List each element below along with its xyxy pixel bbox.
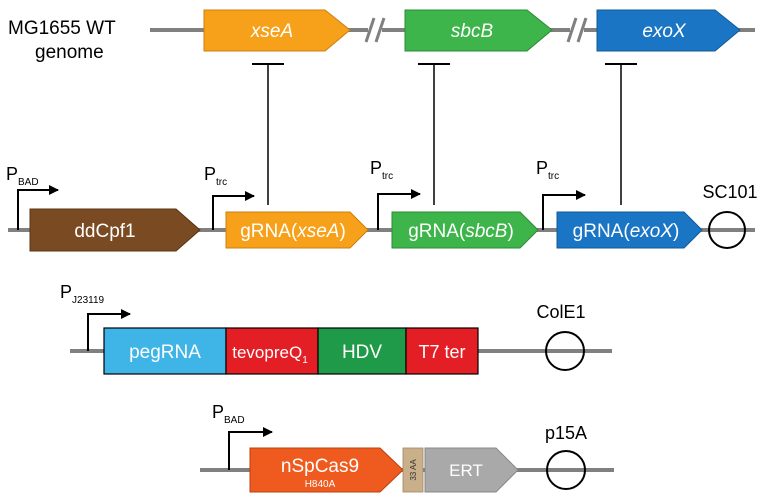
genome-label-line1: MG1655 WT <box>8 18 116 39</box>
promoter-pbad-1-sub: BAD <box>18 177 39 188</box>
grna-sbcB-target: sbcB <box>465 221 508 242</box>
origin-cole1: ColE1 <box>536 302 586 371</box>
nspcas9-sublabel: H840A <box>305 479 336 490</box>
origin-p15a: p15A <box>545 423 587 490</box>
promoter-pj23119-sub: J23119 <box>72 295 105 306</box>
svg-text:PBAD: PBAD <box>212 402 245 426</box>
linker-33aa: 33 AA <box>402 447 424 493</box>
svg-text:gRNA(sbcB): gRNA(sbcB) <box>408 221 514 242</box>
grna-sbcB-prefix: gRNA( <box>408 221 466 242</box>
origin-sc101: SC101 <box>702 182 758 249</box>
promoter-pj23119-name: P <box>60 282 72 302</box>
hdv-label: HDV <box>342 342 382 363</box>
promoter-pbad-1: PBAD <box>6 164 59 230</box>
linker-33aa-label: 33 AA <box>409 459 418 481</box>
genome-break-mark-1 <box>364 17 386 43</box>
repression-lines <box>252 63 637 205</box>
gene-xseA: xseA <box>203 9 351 52</box>
promoter-pj23119: PJ23119 <box>60 282 131 351</box>
svg-text:Ptrc: Ptrc <box>370 158 393 182</box>
grna-exoX-suffix: ) <box>673 221 679 242</box>
t7-terminator-block: T7 ter <box>405 327 479 375</box>
grna-sbcB: gRNA(sbcB) <box>391 211 539 249</box>
promoter-ptrc-2: Ptrc <box>370 158 421 230</box>
grna-exoX: gRNA(exoX) <box>556 211 703 249</box>
gene-exoX: exoX <box>596 9 741 52</box>
genome-row: MG1655 WT genome xseA sbcB exoX <box>8 9 755 63</box>
ert-label: ERT <box>449 461 483 480</box>
promoter-pbad-2-sub: BAD <box>224 415 245 426</box>
svg-text:Ptrc: Ptrc <box>204 164 227 188</box>
gene-sbcB-label: sbcB <box>451 21 494 42</box>
ddCpf1-gene: ddCpf1 <box>29 208 201 252</box>
tevopreq-name: tevopreQ <box>232 343 302 362</box>
svg-text:PJ23119: PJ23119 <box>60 282 105 306</box>
genome-label-line2: genome <box>35 42 104 63</box>
svg-text:gRNA(exoX): gRNA(exoX) <box>573 221 680 242</box>
promoter-ptrc-2-sub: trc <box>382 171 393 182</box>
grna-xseA-prefix: gRNA( <box>240 221 298 242</box>
pegrna-label: pegRNA <box>129 342 201 363</box>
plasmid-1: PBAD Ptrc Ptrc Ptrc ddCpf1 gRNA(xseA) gR… <box>6 158 758 252</box>
nspcas9-gene: nSpCas9 H840A <box>249 447 404 493</box>
tevopreq-sub: 1 <box>302 355 308 366</box>
promoter-ptrc-3-sub: trc <box>548 171 559 182</box>
gene-exoX-label: exoX <box>642 21 687 42</box>
promoter-ptrc-1: Ptrc <box>204 164 255 230</box>
genome-break-mark-2 <box>566 17 588 43</box>
grna-sbcB-suffix: ) <box>507 221 513 242</box>
tevopreq-block: tevopreQ1 <box>225 327 319 375</box>
plasmid-3: PBAD nSpCas9 H840A 33 AA ERT p15A <box>200 402 614 493</box>
ddCpf1-label: ddCpf1 <box>74 221 135 242</box>
hdv-block: HDV <box>317 327 407 375</box>
t7-terminator-label: T7 ter <box>418 342 465 362</box>
svg-text:gRNA(xseA): gRNA(xseA) <box>240 221 346 242</box>
promoter-ptrc-3-name: P <box>536 158 548 178</box>
grna-xseA-target: xseA <box>296 221 339 242</box>
grna-exoX-prefix: gRNA( <box>573 221 631 242</box>
gene-xseA-label: xseA <box>250 21 293 42</box>
nspcas9-label: nSpCas9 <box>281 456 359 477</box>
promoter-ptrc-2-name: P <box>370 158 382 178</box>
origin-sc101-label: SC101 <box>702 182 757 202</box>
plasmid-2: PJ23119 pegRNA tevopreQ1 HDV T7 ter ColE… <box>60 282 612 375</box>
pegrna-block: pegRNA <box>103 327 227 375</box>
ert-gene: ERT <box>424 447 519 493</box>
promoter-pbad-1-name: P <box>6 164 18 184</box>
grna-xseA-suffix: ) <box>339 221 345 242</box>
origin-cole1-label: ColE1 <box>536 302 585 322</box>
svg-text:Ptrc: Ptrc <box>536 158 559 182</box>
promoter-ptrc-3: Ptrc <box>536 158 586 230</box>
gene-sbcB: sbcB <box>404 9 553 52</box>
origin-p15a-label: p15A <box>545 423 587 443</box>
promoter-ptrc-1-name: P <box>204 164 216 184</box>
svg-text:PBAD: PBAD <box>6 164 39 188</box>
promoter-ptrc-1-sub: trc <box>216 177 227 188</box>
grna-xseA: gRNA(xseA) <box>225 211 369 249</box>
promoter-pbad-2: PBAD <box>212 402 273 470</box>
promoter-pbad-2-name: P <box>212 402 224 422</box>
svg-text:tevopreQ1: tevopreQ1 <box>232 343 308 366</box>
grna-exoX-target: exoX <box>630 221 675 242</box>
